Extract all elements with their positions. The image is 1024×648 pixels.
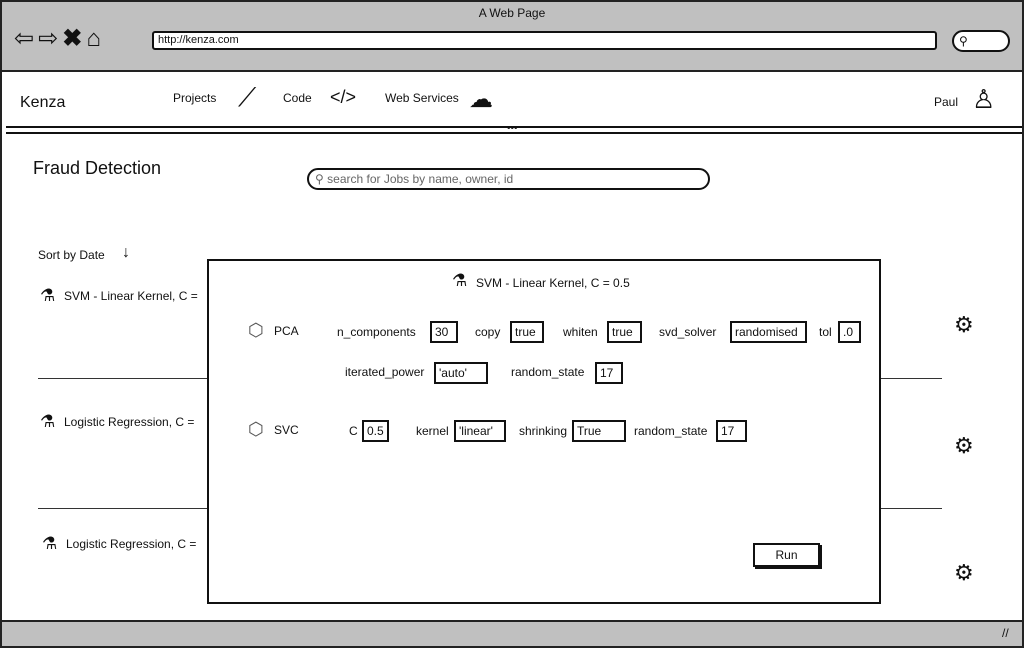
- n-components-input[interactable]: 30: [430, 321, 458, 343]
- close-icon[interactable]: ✖: [62, 25, 87, 52]
- back-icon[interactable]: ⇦: [14, 25, 39, 52]
- copy-input[interactable]: true: [510, 321, 544, 343]
- whiten-label: whiten: [563, 325, 598, 339]
- svd-solver-input[interactable]: randomised: [730, 321, 807, 343]
- tol-label: tol: [819, 325, 832, 339]
- svd-solver-label: svd_solver: [659, 325, 717, 339]
- flask-icon: ⚗: [40, 286, 56, 305]
- browser-search[interactable]: ⚲: [952, 30, 1010, 52]
- nav-code[interactable]: Code: [283, 91, 312, 105]
- hexagon-icon: ⬡: [248, 320, 264, 340]
- modal-title: SVM - Linear Kernel, C = 0.5: [476, 276, 630, 290]
- home-icon[interactable]: ⌂: [86, 25, 105, 52]
- user-icon[interactable]: ♙: [972, 84, 996, 114]
- flask-icon: ⚗: [452, 271, 468, 290]
- job-search-input[interactable]: ⚲ search for Jobs by name, owner, id: [307, 168, 710, 190]
- kernel-input[interactable]: 'linear': [454, 420, 506, 442]
- sort-label[interactable]: Sort by Date: [38, 248, 105, 262]
- copy-label: copy: [475, 325, 501, 339]
- page-title: Fraud Detection: [33, 158, 162, 178]
- shrinking-label: shrinking: [519, 424, 568, 438]
- gear-icon[interactable]: ⚙: [954, 312, 974, 337]
- svc-label: SVC: [274, 423, 299, 437]
- job-name[interactable]: Logistic Regression, C =: [64, 415, 195, 429]
- url-bar[interactable]: http://kenza.com: [152, 31, 937, 50]
- random-state-label: random_state: [511, 365, 585, 379]
- pca-random-state-input[interactable]: 17: [595, 362, 623, 384]
- iterated-power-input[interactable]: 'auto': [434, 362, 488, 384]
- search-icon: ⚲: [315, 172, 324, 186]
- gear-icon[interactable]: ⚙: [954, 560, 974, 585]
- job-name[interactable]: Logistic Regression, C =: [66, 537, 197, 551]
- kernel-label: kernel: [416, 424, 449, 438]
- run-button[interactable]: Run: [753, 543, 820, 567]
- c-input[interactable]: 0.5: [362, 420, 389, 442]
- flask-icon: ⚗: [40, 412, 56, 431]
- pca-label: PCA: [274, 324, 299, 338]
- whiten-input[interactable]: true: [607, 321, 642, 343]
- hexagon-icon: ⬡: [248, 419, 264, 439]
- flask-icon: ⚗: [42, 534, 58, 553]
- tol-input[interactable]: .0: [838, 321, 861, 343]
- status-bar: [0, 620, 1024, 648]
- c-label: C: [349, 424, 358, 438]
- resize-grip-icon[interactable]: //: [1002, 626, 1009, 640]
- user-name[interactable]: Paul: [934, 95, 959, 109]
- nav-web-services[interactable]: Web Services: [385, 91, 459, 105]
- search-icon: ⚲: [959, 34, 968, 48]
- iterated-power-label: iterated_power: [345, 365, 425, 379]
- n-components-label: n_components: [337, 325, 416, 339]
- cloud-icon[interactable]: ☁: [469, 86, 493, 113]
- gear-icon[interactable]: ⚙: [954, 433, 974, 458]
- job-name[interactable]: SVM - Linear Kernel, C =: [64, 289, 198, 303]
- nav-projects[interactable]: Projects: [173, 91, 217, 105]
- splitter-handle[interactable]: •••: [507, 123, 518, 134]
- window-title: A Web Page: [478, 6, 546, 20]
- code-icon[interactable]: </>: [330, 87, 357, 107]
- forward-icon[interactable]: ⇨: [38, 25, 63, 52]
- svc-random-state-input[interactable]: 17: [716, 420, 747, 442]
- brand: Kenza: [20, 94, 66, 111]
- magic-wand-icon[interactable]: ⟋: [238, 82, 257, 112]
- arrow-down-icon[interactable]: ↓: [122, 244, 130, 261]
- random-state-label: random_state: [634, 424, 708, 438]
- shrinking-input[interactable]: True: [572, 420, 626, 442]
